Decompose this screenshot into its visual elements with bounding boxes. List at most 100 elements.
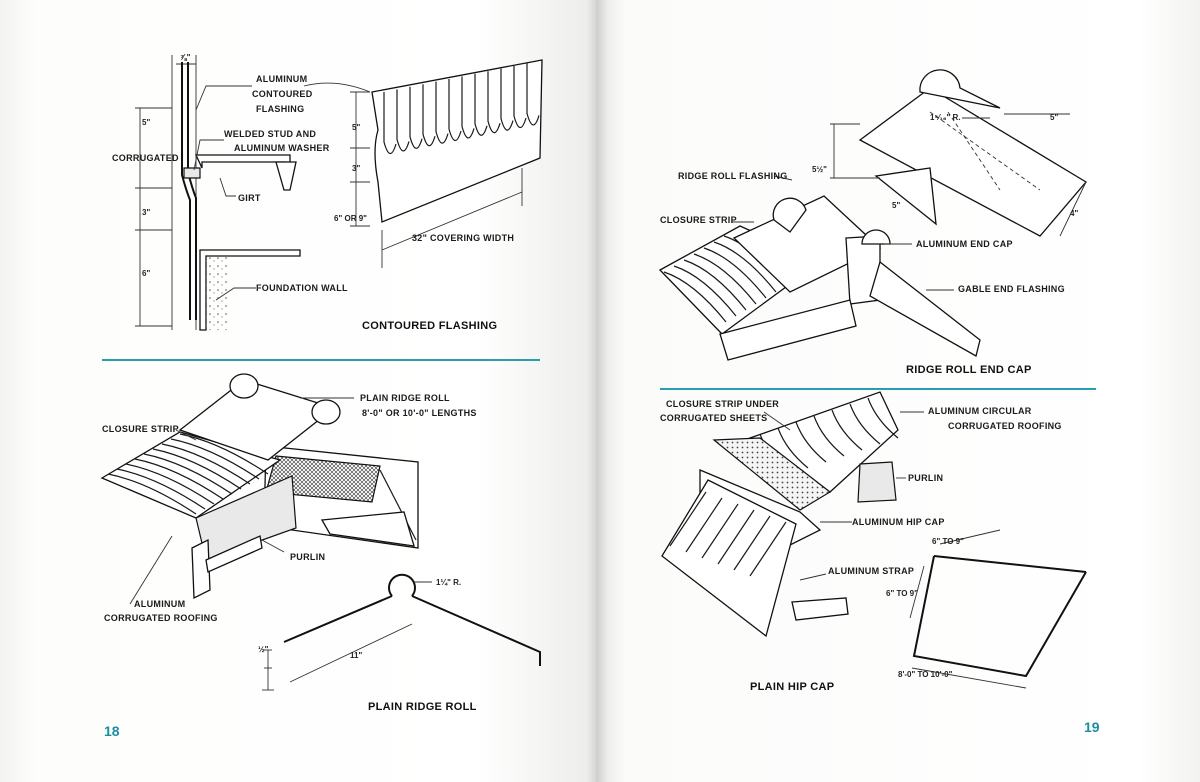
label-gable-end-flashing: GABLE END FLASHING	[958, 284, 1065, 294]
plain-hip-cap-profile	[909, 529, 1087, 689]
end-cap-detail	[830, 69, 1087, 237]
hip-corrugation	[733, 515, 771, 571]
label-purlin-right: PURLIN	[908, 473, 943, 483]
roof-corrugation	[161, 443, 251, 485]
panel-corrugations	[383, 63, 540, 155]
roof-corrugation	[703, 247, 767, 299]
hip-purlin	[857, 461, 897, 503]
dim-hip-6-9-side: 6" TO 9"	[886, 589, 918, 598]
roof-corrugation	[134, 458, 224, 500]
caption-plain-hip-cap: PLAIN HIP CAP	[750, 681, 834, 693]
hip-closure-strip	[712, 437, 832, 511]
dim-left-6: 6"	[142, 269, 150, 278]
hip-corrugation	[717, 509, 755, 565]
dim-panel-6-9: 6" OR 9"	[334, 214, 367, 223]
roof-corrugation	[125, 463, 215, 505]
flashing-rib	[487, 71, 501, 134]
label-corrugated-sheets: CORRUGATED SHEETS	[660, 413, 767, 423]
flashing-rib	[526, 63, 540, 126]
flashing-rib	[435, 81, 449, 144]
label-aluminum-hip-cap: ALUMINUM HIP CAP	[852, 517, 945, 527]
hip-corrugation	[849, 403, 881, 445]
dim-left-3: 3"	[142, 208, 150, 217]
hip-corrugation	[701, 503, 739, 559]
label-closure-strip-under: CLOSURE STRIP UNDER	[666, 399, 779, 409]
dim-ridge-radius: 1¼" R.	[436, 578, 461, 587]
dim-top: ⅞"	[180, 53, 191, 62]
dim-endcap-5a: 5"	[1050, 113, 1058, 122]
roof-corrugation	[170, 438, 260, 480]
roof-slope-left	[100, 431, 282, 519]
dim-ridge-width: 11"	[350, 651, 362, 660]
ridge-roll-left-end	[229, 373, 259, 399]
closure-strip-mesh	[265, 455, 381, 503]
label-foundation-wall: FOUNDATION WALL	[256, 283, 348, 293]
dim-endcap-5half: 5½"	[812, 165, 827, 174]
hip-corrugation	[795, 421, 827, 463]
book-gutter	[586, 0, 608, 782]
hip-strap-purlin	[791, 597, 849, 621]
end-cap-top-face	[858, 87, 1087, 237]
caption-ridge-roll-end-cap: RIDGE ROLL END CAP	[906, 364, 1032, 376]
label-aluminum-strap: ALUMINUM STRAP	[828, 566, 914, 576]
hip-lower-sheets	[661, 479, 797, 638]
roof-corrugation	[683, 259, 747, 311]
hip-corrugation	[777, 427, 809, 469]
roof-corrugation	[152, 448, 242, 490]
label-plain-ridge-roll: PLAIN RIDGE ROLL	[360, 393, 450, 403]
dim-endcap-5b: 5"	[892, 201, 900, 210]
hip-cap-profile-line	[912, 555, 1087, 678]
plain-hip-cap-assembly	[661, 391, 924, 638]
end-cap-roll	[919, 69, 1001, 109]
dim-hip-6-9-top: 6" TO 9"	[932, 537, 964, 546]
roof-corrugation	[713, 241, 777, 293]
hip-corrugation	[685, 497, 723, 553]
ridge-roll-profile-line	[283, 595, 541, 666]
plain-ridge-roll-profile	[262, 573, 541, 691]
flashing-rib	[461, 76, 475, 139]
flashing-rib	[448, 79, 462, 142]
label-girt: GIRT	[238, 193, 261, 203]
roof-corrugation	[116, 468, 206, 510]
caption-plain-ridge-roll: PLAIN RIDGE ROLL	[368, 701, 477, 713]
hip-corrugation	[867, 397, 899, 439]
caption-contoured-flashing: CONTOURED FLASHING	[362, 320, 497, 332]
dim-left-5: 5"	[142, 118, 150, 127]
flashing-rib	[474, 73, 488, 136]
label-closure-strip-left: CLOSURE STRIP	[102, 424, 179, 434]
flashing-rib	[422, 84, 436, 147]
label-lengths: 8'-0" OR 10'-0" LENGTHS	[362, 408, 477, 418]
purlin-lower	[191, 538, 211, 600]
hip-corrugation	[813, 415, 845, 457]
hip-corrugation	[669, 491, 707, 547]
label-purlin-left: PURLIN	[290, 552, 325, 562]
roof-corrugation	[693, 253, 757, 305]
flashing-rib	[513, 66, 527, 129]
dim-hip-length: 8'-0" TO 10'-0"	[898, 670, 953, 679]
dim-panel-5: 5"	[352, 123, 360, 132]
roof-corrugation	[143, 453, 233, 495]
ridge-roll-end-cap-assembly	[658, 175, 981, 361]
label-aluminum-left: ALUMINUM	[134, 599, 185, 609]
hip-corrugation	[749, 521, 787, 577]
flashing-rib	[396, 89, 410, 152]
left-roof-corrugations	[107, 433, 269, 515]
flashing-rib	[383, 92, 397, 155]
roof-corrugation	[663, 271, 727, 323]
label-closure-strip-right: CLOSURE STRIP	[660, 215, 737, 225]
roof-corrugation	[673, 265, 737, 317]
label-flashing: FLASHING	[256, 104, 304, 114]
ridge-roll-right-end	[311, 399, 341, 425]
gable-end-flashing-shape	[869, 260, 981, 357]
contoured-flashing-panel	[303, 59, 543, 268]
label-aluminum-washer: ALUMINUM WASHER	[234, 143, 330, 153]
label-aluminum-circular: ALUMINUM CIRCULAR	[928, 406, 1032, 416]
flashing-rib	[409, 86, 423, 149]
label-corrugated-roofing-right: CORRUGATED ROOFING	[948, 421, 1062, 431]
label-corrugated: CORRUGATED	[112, 153, 179, 163]
contoured-flashing-section: ⅞" 5" 3" 6" CORRUGATED ALUMINUM CONTOURE…	[112, 53, 543, 332]
flashing-rib	[500, 68, 514, 131]
hip-corrugation	[831, 409, 863, 451]
